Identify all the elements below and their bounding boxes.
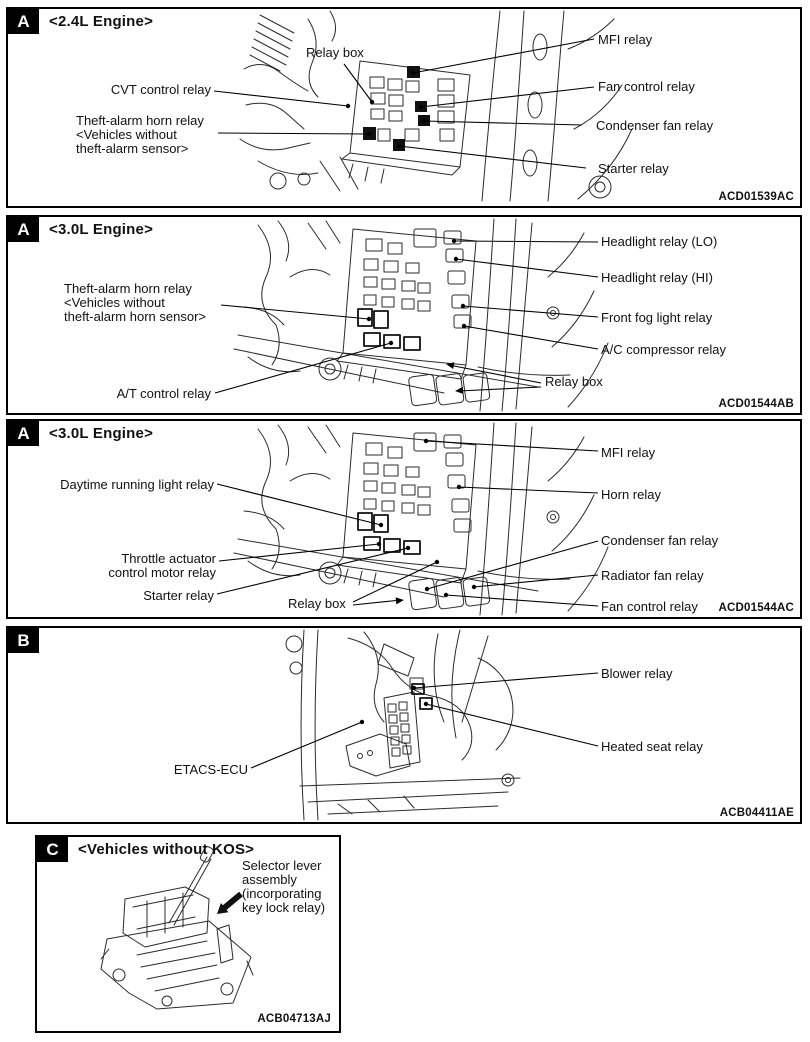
section-badge-a2: A (8, 217, 39, 242)
panel-a-3_0l-engine-1: A <3.0L Engine> Theft-alarm horn relay <… (6, 215, 802, 415)
engine-bay-sketch (233, 218, 609, 412)
label-mfi-relay: MFI relay (598, 32, 653, 47)
label-line: control motor relay (108, 565, 216, 580)
label-ac-compressor-relay: A/C compressor relay (601, 342, 726, 357)
label-front-fog-light-relay: Front fog light relay (601, 310, 713, 325)
label-line: Selector lever (242, 858, 322, 873)
label-relay-box: Relay box (288, 596, 346, 611)
engine-bay-illustration-2_4l (213, 10, 633, 202)
section-badge-c: C (37, 837, 68, 862)
label-theft-alarm-horn-relay: Theft-alarm horn relay <Vehicles without… (76, 114, 204, 156)
label-line: Throttle actuator (121, 551, 216, 566)
figure-code: ACB04713AJ (257, 1013, 331, 1025)
label-cvt-control-relay: CVT control relay (110, 82, 211, 97)
panel-b-interior: B ETACS-ECU Blower relay Heated seat rel… (6, 626, 802, 824)
panel-a-2_4l-engine: A <2.4L Engine> Relay box CVT control re… (6, 7, 802, 208)
label-line: theft-alarm horn sensor> (64, 309, 206, 324)
label-relay-box: Relay box (545, 374, 603, 389)
label-line: (incorporating (242, 886, 322, 901)
panel-a-3_0l-engine-2: A <3.0L Engine> Daytime running light re… (6, 419, 802, 619)
panel-title-3_0l-1: <3.0L Engine> (49, 221, 154, 238)
label-condenser-fan-relay: Condenser fan relay (601, 533, 719, 548)
figure-code: ACD01539AC (718, 191, 794, 203)
leader-lines (214, 238, 599, 394)
label-horn-relay: Horn relay (601, 487, 661, 502)
label-heated-seat-relay: Heated seat relay (601, 739, 703, 754)
figure-code: ACB04411AE (719, 807, 794, 819)
label-headlight-relay-hi: Headlight relay (HI) (601, 270, 713, 285)
label-line: Theft-alarm horn relay (76, 113, 204, 128)
label-at-control-relay: A/T control relay (116, 386, 211, 401)
section-badge-b: B (8, 628, 39, 653)
leader-lines (250, 672, 599, 769)
label-throttle-actuator-relay: Throttle actuator control motor relay (68, 552, 216, 580)
dash-illustration (250, 629, 599, 821)
label-blower-relay: Blower relay (601, 666, 673, 681)
figure-code: ACD01544AB (718, 398, 794, 410)
label-line: <Vehicles without (64, 295, 165, 310)
label-fan-control-relay: Fan control relay (601, 599, 698, 614)
engine-bay-sketch (239, 10, 633, 202)
label-fan-control-relay: Fan control relay (598, 79, 695, 94)
panel-title-2_4l: <2.4L Engine> (49, 13, 154, 30)
dash-sketch (285, 629, 521, 821)
engine-bay-illustration-3_0l-1 (214, 218, 609, 412)
label-starter-relay: Starter relay (598, 161, 669, 176)
label-etacs-ecu: ETACS-ECU (173, 762, 248, 777)
label-line: assembly (242, 872, 297, 887)
label-headlight-relay-lo: Headlight relay (LO) (601, 234, 718, 249)
figure-code: ACD01544AC (718, 602, 794, 614)
label-line: key lock relay) (242, 900, 326, 915)
label-relay-box: Relay box (306, 45, 364, 60)
leader-lines (216, 438, 599, 607)
label-line: Theft-alarm horn relay (64, 281, 192, 296)
selector-lever-sketch (100, 846, 254, 1010)
label-condenser-fan-relay: Condenser fan relay (596, 118, 714, 133)
label-theft-alarm-horn-relay: Theft-alarm horn relay <Vehicles without… (64, 282, 206, 324)
label-mfi-relay: MFI relay (601, 445, 656, 460)
leader-lines (213, 38, 595, 169)
section-badge-a1: A (8, 9, 39, 34)
pointer-arrow-icon (217, 891, 243, 914)
selector-lever-illustration (100, 846, 254, 1010)
label-starter-relay: Starter relay (143, 588, 214, 603)
label-line: theft-alarm sensor> (76, 141, 189, 156)
panel-title-3_0l-2: <3.0L Engine> (49, 425, 154, 442)
panel-title-kos: <Vehicles without KOS> (78, 841, 255, 858)
label-daytime-running-light-relay: Daytime running light relay (60, 477, 214, 492)
engine-bay-illustration-3_0l-2 (216, 422, 609, 616)
section-badge-a3: A (8, 421, 39, 446)
label-radiator-fan-relay: Radiator fan relay (601, 568, 704, 583)
label-line: <Vehicles without (76, 127, 177, 142)
label-selector-lever-assembly: Selector lever assembly (incorporating k… (242, 859, 325, 915)
panel-c-vehicles-without-kos: C <Vehicles without KOS> Selector lever … (35, 835, 341, 1033)
